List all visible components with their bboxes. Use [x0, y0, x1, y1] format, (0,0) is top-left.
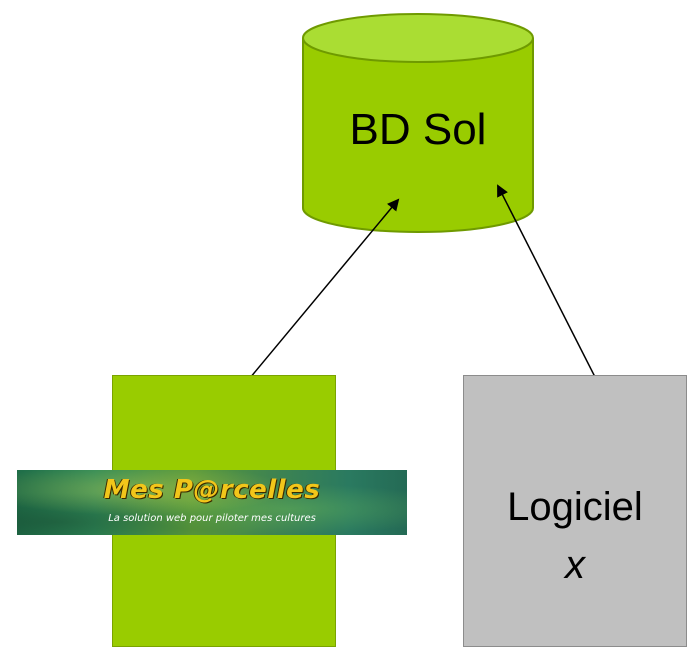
database-top [302, 13, 534, 63]
banner-title: Mes P@rcelles [103, 475, 321, 505]
logiciel-name: Logiciel [507, 485, 643, 529]
database-body [302, 38, 534, 233]
logiciel-label: Logiciel x [463, 478, 687, 594]
logiciel-variable: x [565, 543, 585, 587]
database-cylinder [302, 13, 534, 233]
database-label: BD Sol [349, 105, 487, 154]
arrow-mes-parcelles-to-db [224, 198, 400, 409]
mes-parcelles-banner: Mes P@rcelles La solution web pour pilot… [17, 470, 407, 535]
banner-subtitle: La solution web pour piloter mes culture… [108, 513, 316, 524]
logiciel-box [463, 375, 687, 647]
